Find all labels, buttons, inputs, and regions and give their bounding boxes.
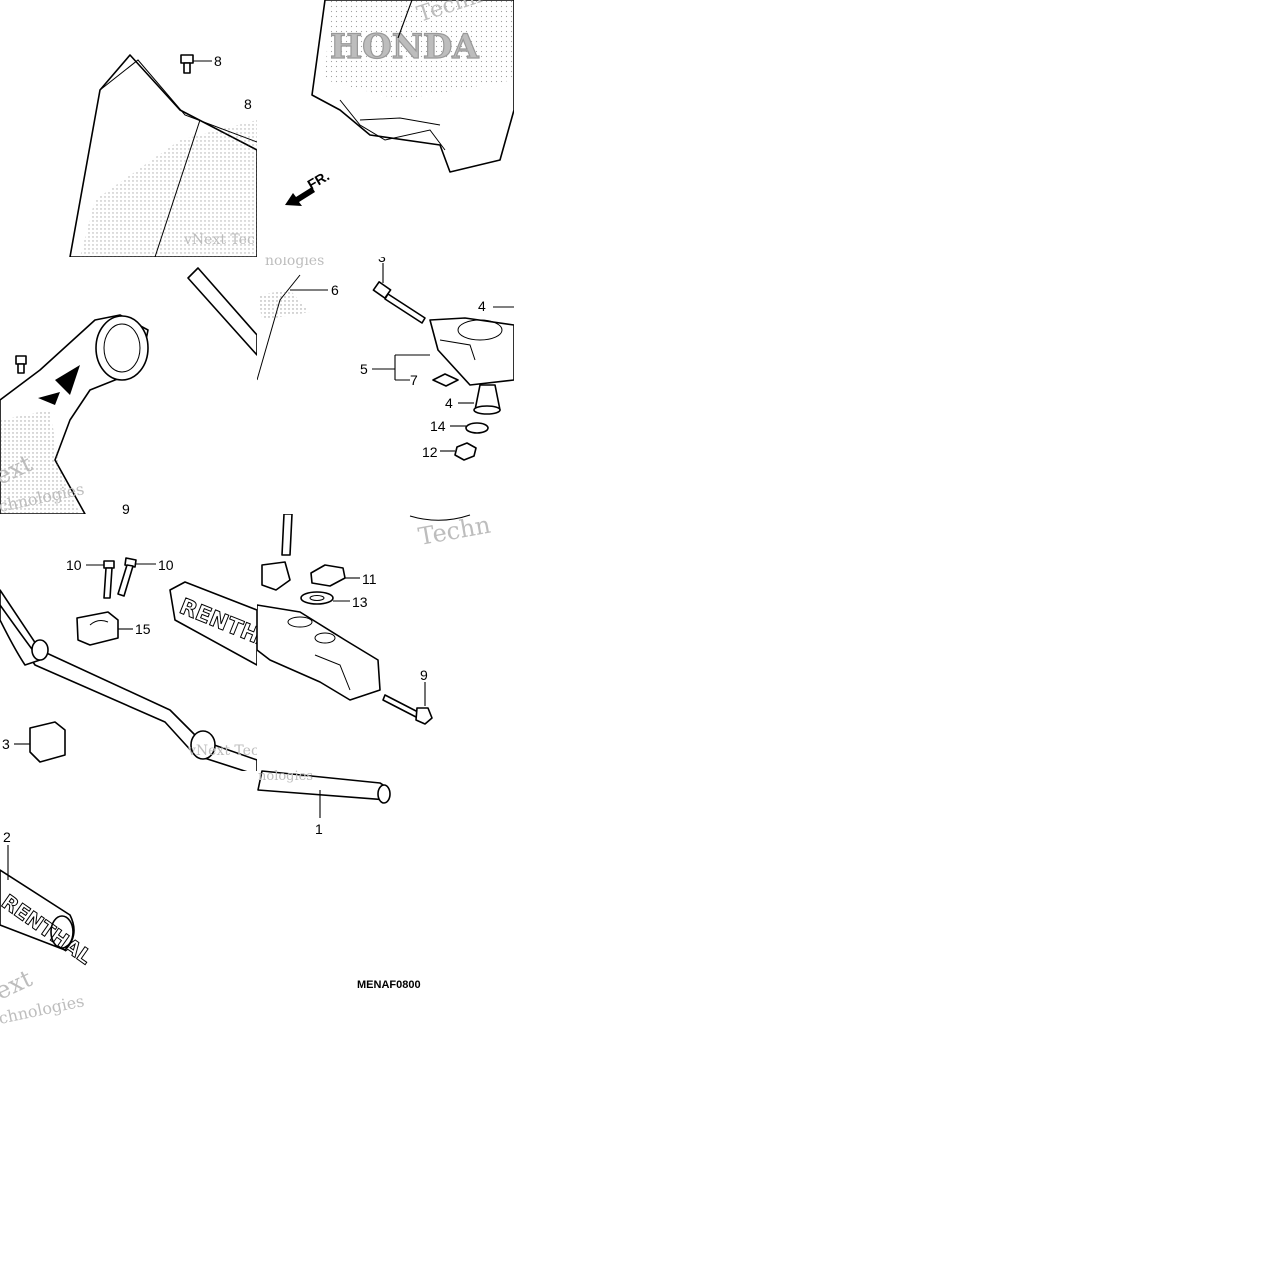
callout-13: 13 — [352, 594, 368, 610]
callout-10a: 10 — [66, 557, 82, 573]
watermark-text: ext — [0, 964, 37, 1005]
bolt-icon — [103, 560, 115, 599]
callout-14: 14 — [430, 418, 446, 434]
callout-3: 3 — [378, 249, 386, 265]
front-direction-label: FR. — [305, 167, 333, 192]
handlebar-drawing: 10 10 15 RENTHAL 3 vNext Tec — [0, 557, 259, 771]
callout-4b: 4 — [445, 395, 453, 411]
callout-7: 7 — [410, 372, 418, 388]
watermark-text: nologies — [258, 769, 313, 784]
callout-11: 11 — [362, 571, 377, 587]
callout-9-cut: 9 — [122, 501, 130, 517]
front-direction-arrow-icon — [285, 187, 315, 206]
callout-8a: 8 — [214, 53, 222, 69]
bolt-icon — [15, 355, 27, 374]
plate-bracket-drawing: ext chnologies 9 — [0, 267, 257, 517]
headlight-cover-drawing: HONDA Techno FR. — [285, 0, 514, 206]
callout-8b: 8 — [244, 96, 252, 112]
callout-10b: 10 — [158, 557, 174, 573]
callout-2: 2 — [3, 829, 11, 845]
upper-clamp-drawing: 6 nologies 3 4 5 7 4 14 12 — [257, 249, 514, 461]
callout-4a: 4 — [478, 298, 486, 314]
callout-15: 15 — [135, 621, 151, 637]
lower-clamp-drawing: 11 13 9 Techn — [257, 511, 493, 725]
watermark-text: nologies — [265, 253, 324, 269]
bolt-icon — [180, 54, 194, 74]
watermark-text: Techn — [416, 511, 492, 551]
callout-1: 1 — [315, 821, 323, 837]
honda-logo: HONDA — [330, 27, 479, 67]
watermark-text: vNext Tec — [183, 232, 255, 248]
callout-6: 6 — [331, 282, 339, 298]
callout-12: 12 — [422, 444, 438, 460]
drawing-code: MENAF0800 — [357, 979, 421, 991]
number-plate-drawing: 8 8 vNext Tec — [69, 53, 257, 257]
grip-drawing: RENTHAL 2 ext chnologies — [0, 829, 97, 1028]
callout-5: 5 — [360, 361, 368, 377]
flange-bolt-icon — [372, 281, 426, 324]
callout-9: 9 — [420, 667, 428, 683]
bolt-icon — [117, 557, 137, 597]
handlebar-end-drawing: nologies 1 — [257, 769, 391, 837]
callout-3b: 3 — [2, 736, 10, 752]
watermark-text: vNext Tec — [187, 743, 259, 759]
